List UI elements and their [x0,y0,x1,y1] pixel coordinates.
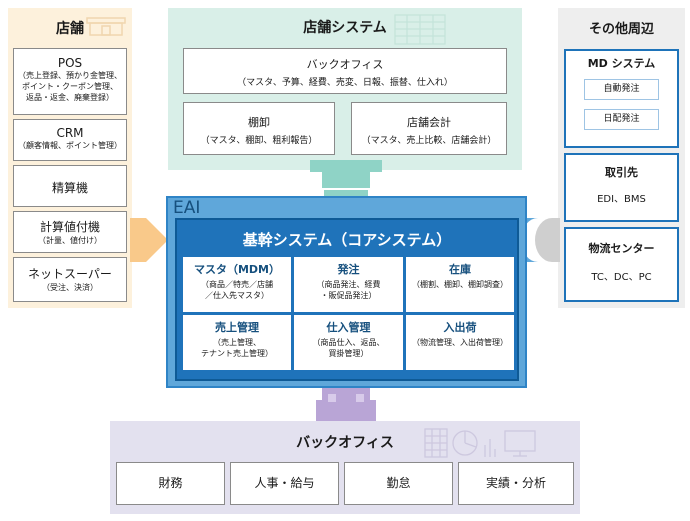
inventory-cell: 在庫 （棚割、棚卸、棚卸調査） [406,257,514,312]
master-mdm-label: マスタ（MDM） [193,263,281,276]
crm-label: CRM [56,126,84,140]
purchase-management-sub-2: 買掛管理） [328,349,369,358]
store-title: 店舗 [56,21,84,37]
inventory-label: 在庫 [449,263,471,276]
net-super-label: ネットスーパー [28,267,112,281]
sales-management-sub-1: （売上管理、 [213,338,261,347]
order-cell: 発注 （商品発注、経費 ・販促品発注） [294,257,403,312]
pos-sub-1: （売上登録、預かり金管理、 [18,71,122,80]
purchase-management-cell: 仕入管理 （商品仕入、返品、 買掛管理） [294,315,403,370]
logistics-label: 物流センター [588,242,655,255]
tanaoroshi-sub: （マスタ、棚卸、粗利報告） [200,136,318,146]
seisanki-box: 精算機 [13,165,127,207]
order-sub-2: ・販促品発注） [320,291,377,300]
pos-box: POS （売上登録、預かり金管理、 ポイント・クーポン管理、 返品・返金、廃棄登… [13,48,127,115]
net-super-sub: （受注、決済） [42,283,98,292]
store-system-title: 店舗システム [303,20,387,36]
pos-sub-3: 返品・返金、廃棄登録） [26,93,114,102]
seisanki-label: 精算機 [51,181,88,195]
tanaoroshi-label: 棚卸 [248,116,270,129]
crm-box: CRM （顧客情報、ポイント管理） [13,119,127,161]
attendance-box: 勤怠 [344,462,453,505]
supplier-box: 取引先 EDI、BMS [564,153,679,222]
backoffice-label: バックオフィス [306,58,384,71]
store-connector [130,218,168,262]
store-accounting-label: 店舗会計 [407,116,451,129]
purchase-management-sub-1: （商品仕入、返品、 [312,338,385,347]
core-system-title: 基幹システム（コアシステム） [242,231,452,249]
core-system-panel: 基幹システム（コアシステム） マスタ（MDM） （商品／特売／店舗 ／仕入先マス… [175,218,519,381]
scale-labeler-box: 計算値付機 （計量、値付け） [13,211,127,253]
order-sub-1: （商品発注、経費 [316,280,381,289]
supplier-label: 取引先 [605,166,638,179]
logistics-box: 物流センター TC、DC、PC [564,227,679,302]
storefront-icon [86,17,126,36]
store-accounting-box: 店舗会計 （マスタ、売上比較、店舗会計） [351,102,507,155]
peripheral-panel: その他周辺 MD システム 自動発注 日配発注 取引先 EDI、BMS 物流セン… [558,8,685,308]
master-mdm-sub-2: ／仕入先マスタ） [205,291,269,300]
eai-label: EAI [173,198,201,218]
eai-panel: EAI 基幹システム（コアシステム） マスタ（MDM） （商品／特売／店舗 ／仕… [166,196,527,388]
pos-label: POS [57,56,83,70]
md-system-box: MD システム 自動発注 日配発注 [564,49,679,148]
scale-labeler-sub: （計量、値付け） [38,236,102,245]
tanaoroshi-box: 棚卸 （マスタ、棚卸、粗利報告） [183,102,335,155]
daily-order-box: 日配発注 [584,109,659,130]
peripheral-connector [526,218,560,262]
scale-labeler-label: 計算値付機 [39,220,100,234]
sales-management-label: 売上管理 [215,321,259,334]
back-office-connector [316,386,376,424]
pos-sub-2: ポイント・クーポン管理、 [22,82,118,91]
logistics-sub: TC、DC、PC [591,272,652,283]
order-label: 発注 [337,263,360,276]
store-panel: 店舗 POS （売上登録、預かり金管理、 ポイント・クーポン管理、 返品・返金、… [8,8,132,308]
peripheral-title: その他周辺 [588,22,654,37]
back-office-panel: バックオフィス 財務 人事・給与 勤怠 実績・分析 [110,421,580,514]
net-super-box: ネットスーパー （受注、決済） [13,257,127,302]
store-system-panel: 店舗システム バックオフィス （マスタ、予算、経費、売変、日報、振替、仕入れ） … [168,8,522,170]
store-system-connector [310,160,382,198]
hr-payroll-box: 人事・給与 [230,462,339,505]
sales-management-sub-2: テナント売上管理） [201,349,273,358]
store-accounting-sub: （マスタ、売上比較、店舗会計） [361,136,497,146]
inventory-sub: （棚割、棚卸、棚卸調査） [412,280,508,289]
purchase-management-label: 仕入管理 [326,321,371,334]
backoffice-box: バックオフィス （マスタ、予算、経費、売変、日報、振替、仕入れ） [183,48,507,94]
office-equipment-icon [424,428,536,458]
supplier-sub: EDI、BMS [597,194,646,205]
performance-analysis-box: 実績・分析 [458,462,574,505]
shipping-sub: （物流管理、入出荷管理） [412,338,508,347]
shipping-cell: 入出荷 （物流管理、入出荷管理） [406,315,514,370]
building-icon [394,14,446,45]
auto-order-box: 自動発注 [584,79,659,100]
md-system-label: MD システム [587,57,656,70]
backoffice-sub: （マスタ、予算、経費、売変、日報、振替、仕入れ） [237,78,453,88]
sales-management-cell: 売上管理 （売上管理、 テナント売上管理） [183,315,291,370]
finance-box: 財務 [116,462,225,505]
master-mdm-cell: マスタ（MDM） （商品／特売／店舗 ／仕入先マスタ） [183,257,291,312]
shipping-label: 入出荷 [443,321,477,334]
master-mdm-sub-1: （商品／特売／店舗 [201,280,273,289]
back-office-title: バックオフィス [296,435,394,451]
crm-sub: （顧客情報、ポイント管理） [18,141,122,150]
